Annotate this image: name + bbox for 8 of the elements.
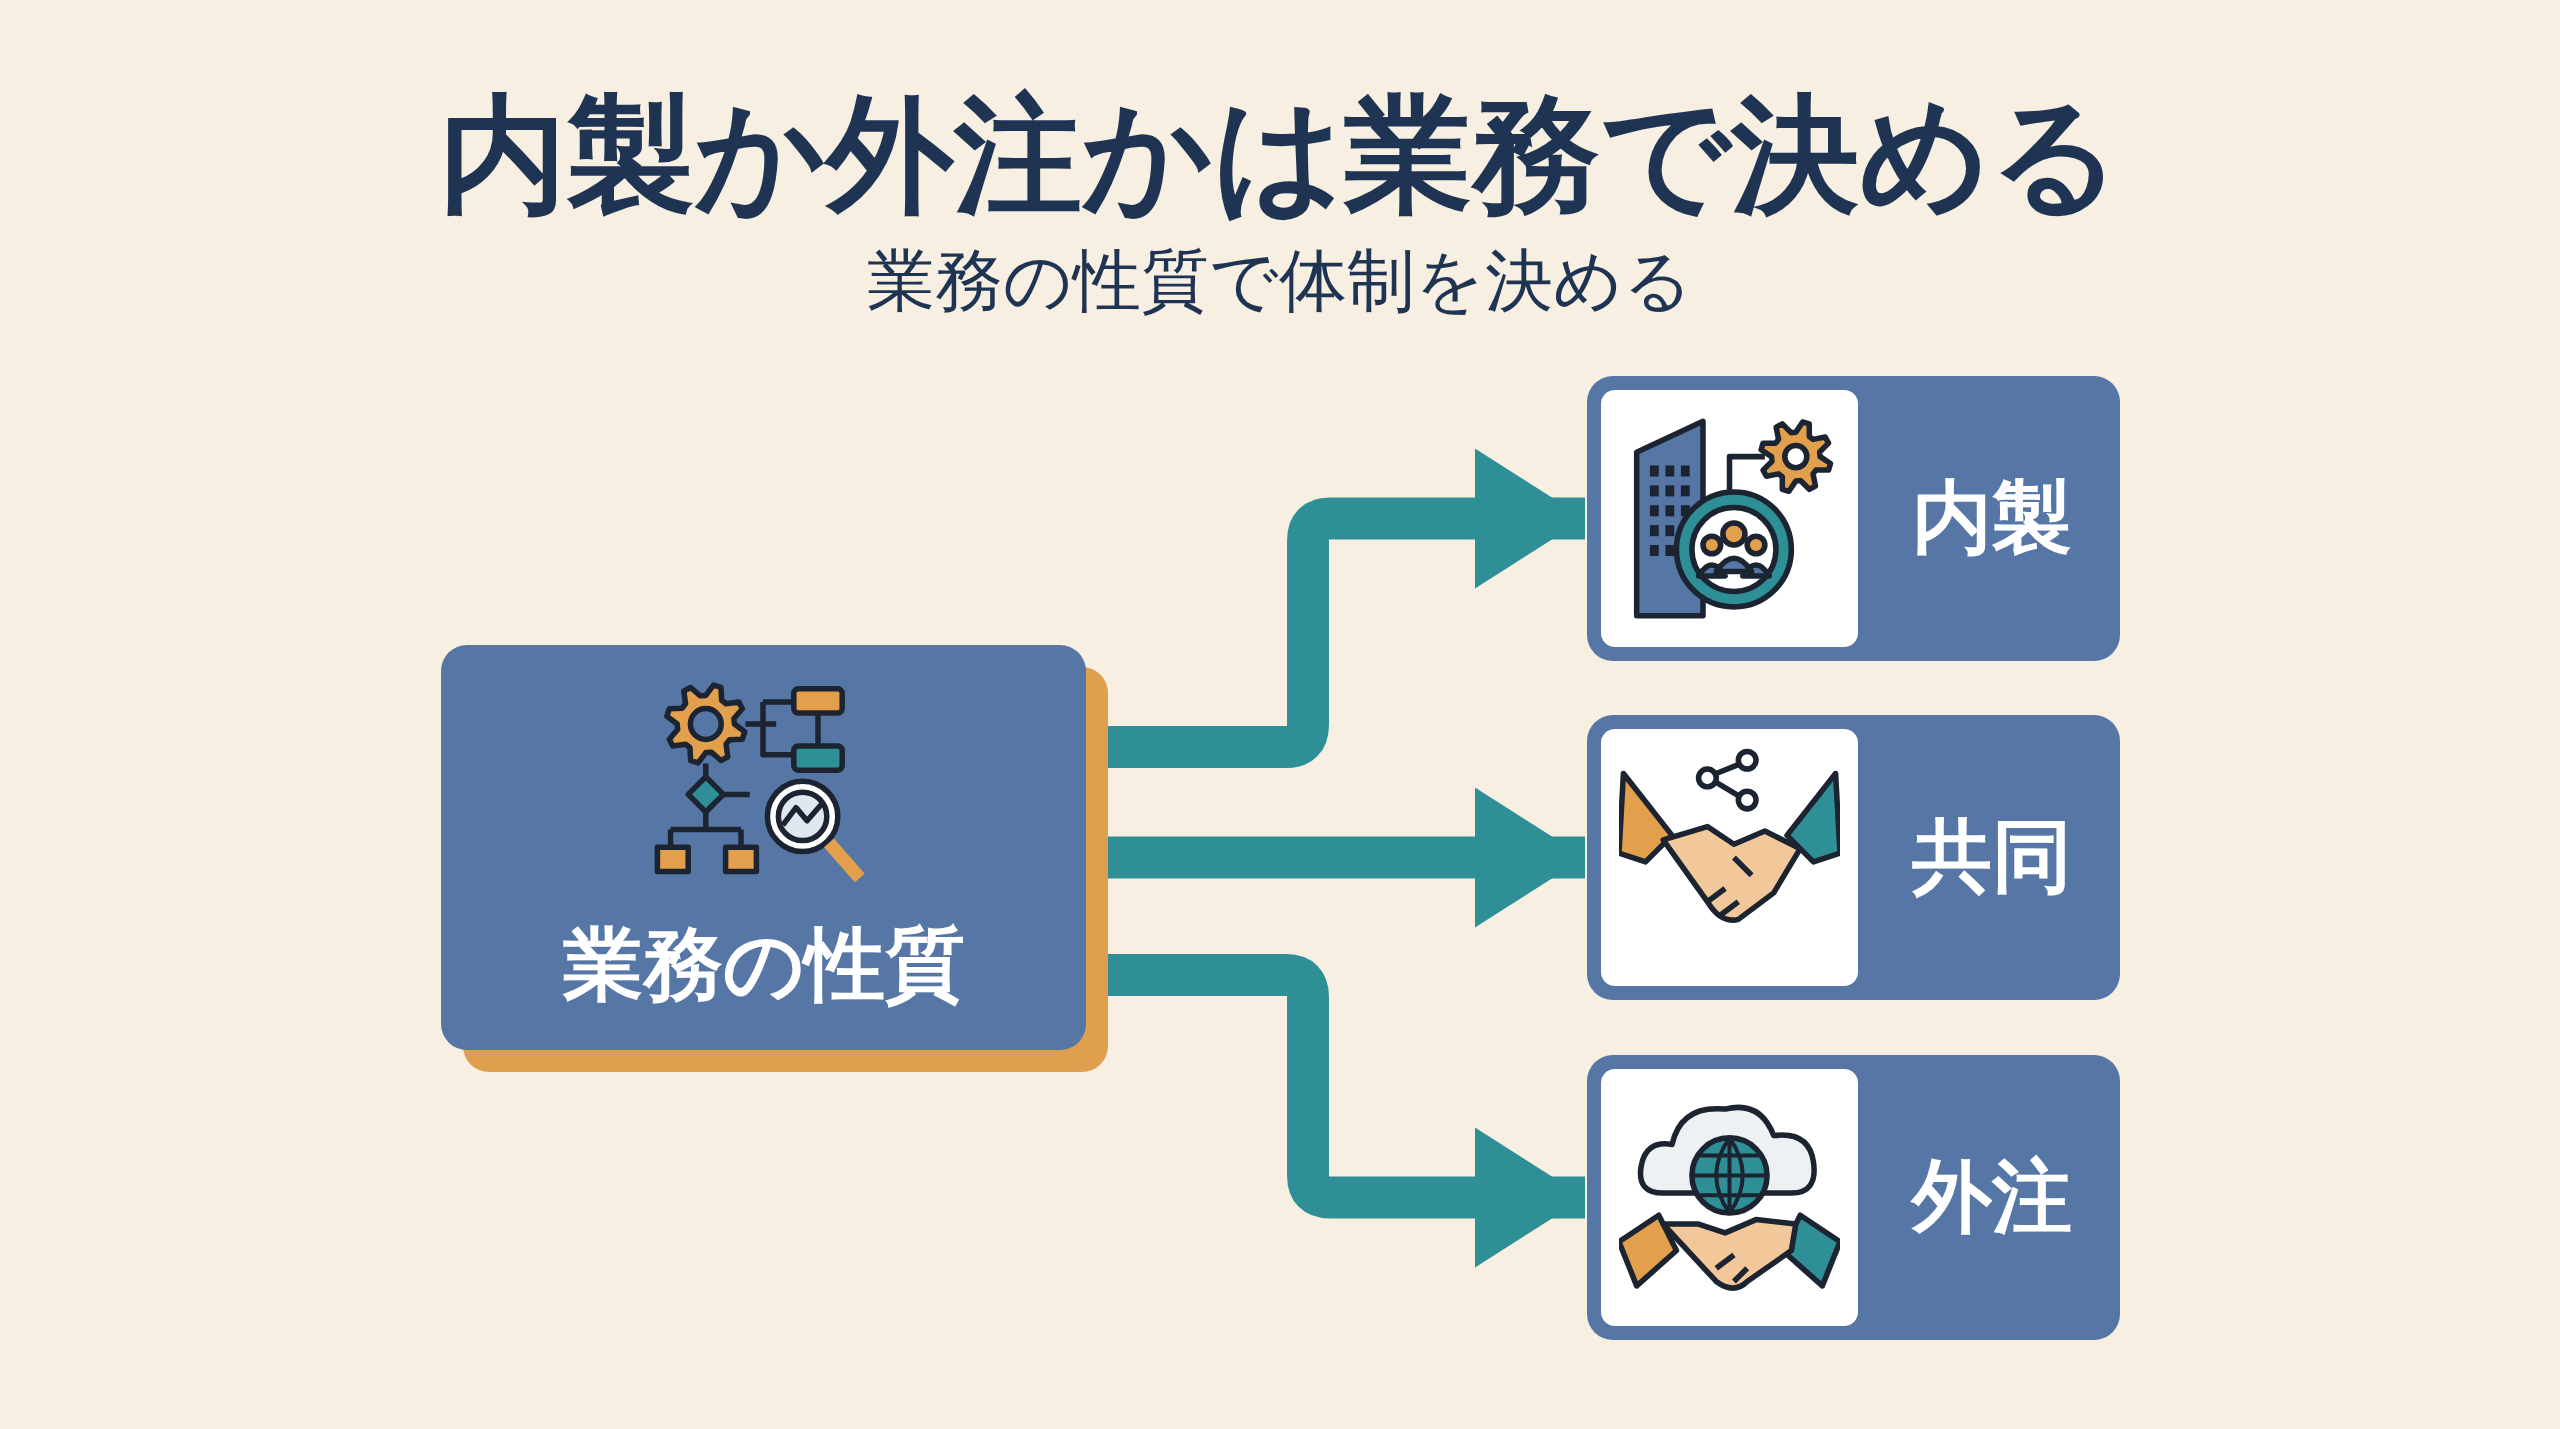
box-label: 共同 xyxy=(1911,817,2073,897)
category-box xyxy=(1587,715,2120,1000)
title: 内製か外注かは業務で決める xyxy=(439,85,2121,226)
subtitle: 業務の性質で体制を決める xyxy=(867,240,1693,322)
category-box xyxy=(441,645,1086,1050)
category-box xyxy=(1587,1055,2120,1340)
category-box xyxy=(1587,376,2120,661)
box-label: 内製 xyxy=(1911,478,2073,558)
